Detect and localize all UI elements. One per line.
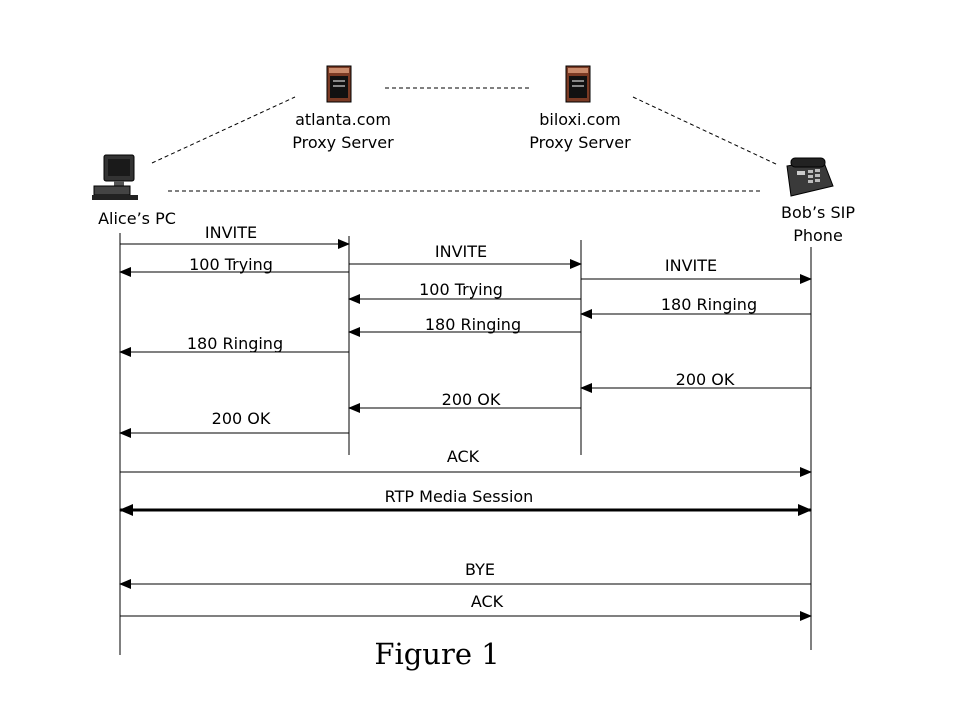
message-label: 180 Ringing [661,295,757,314]
figure-caption: Figure 1 [374,637,499,671]
message-label: INVITE [665,256,717,275]
message-label: ACK [471,592,504,611]
topology-links [151,87,779,192]
biloxi-label-line2: Proxy Server [529,133,631,152]
bob-label-line2: Phone [793,226,843,245]
message-label: 200 OK [676,370,735,389]
message-label: INVITE [205,223,257,242]
message-label: ACK [447,447,480,466]
message-label: 200 OK [442,390,501,409]
atlanta-label-line1: atlanta.com [295,110,391,129]
link-alice-atlanta [151,96,296,164]
message-label: 100 Trying [189,255,273,274]
server-icon [326,65,352,103]
alice-label: Alice’s PC [98,209,176,228]
message-label: 100 Trying [419,280,503,299]
computer-icon [92,154,138,200]
message-label: 200 OK [212,409,271,428]
phone-icon [786,157,834,197]
message-label: RTP Media Session [385,487,534,506]
biloxi-label-line1: biloxi.com [539,110,621,129]
bob-label-line1: Bob’s SIP [781,203,855,222]
message-label: INVITE [435,242,487,261]
message-label: 180 Ringing [425,315,521,334]
link-biloxi-bob [632,96,779,166]
messages: INVITE 100 Trying INVITE INVITE 100 Tryi… [119,223,812,621]
server-icon [565,65,591,103]
atlanta-label-line2: Proxy Server [292,133,394,152]
message-label: 180 Ringing [187,334,283,353]
message-label: BYE [465,560,495,579]
